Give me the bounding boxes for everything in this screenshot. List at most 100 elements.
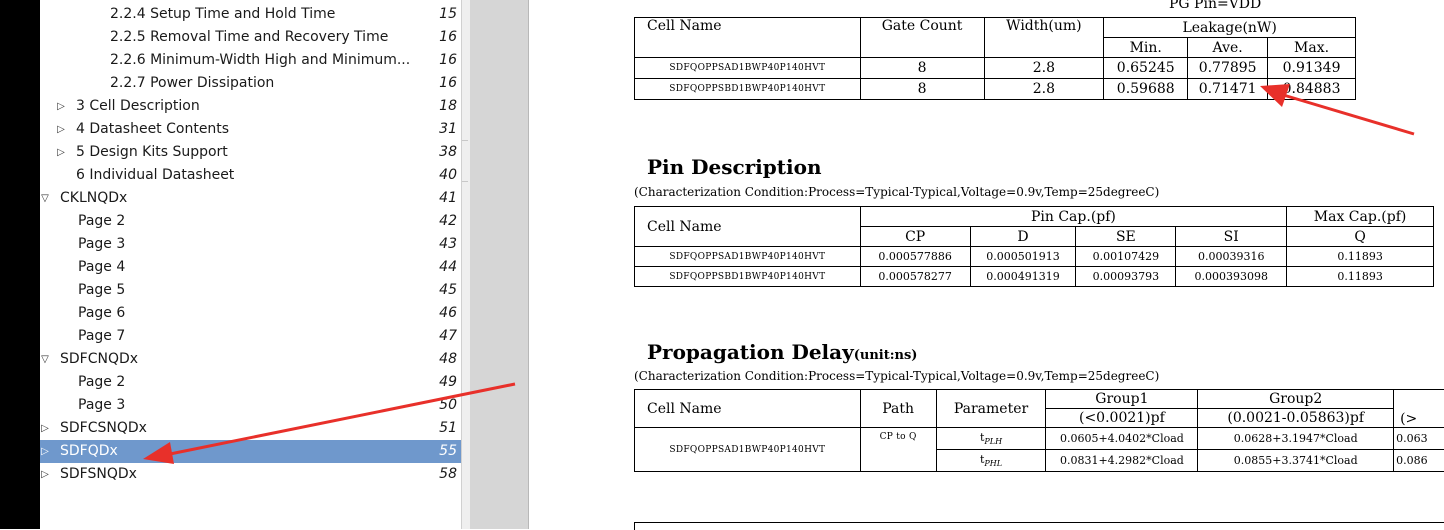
outline-item-page: 48 [417,348,457,371]
pin-condition-text: (Characterization Condition:Process=Typi… [634,185,1159,199]
outline-item-page[interactable]: Page 6 46 [40,302,461,325]
splitter-grip[interactable] [462,140,468,182]
outline-item-label: 4 Datasheet Contents [76,118,229,141]
collapse-arrow-icon[interactable]: ▽ [38,187,52,210]
outline-item-label: Page 3 [78,233,125,256]
outline-item-page[interactable]: Page 2 42 [40,210,461,233]
outline-item-page: 45 [417,279,457,302]
header-cell-name: Cell Name [635,390,861,428]
gate-count: 8 [860,58,984,79]
header-group1: Group1 [1046,390,1198,409]
outline-item-page: 40 [417,164,457,187]
outline-item-page: 15 [417,3,457,26]
delay-unit-text: (unit:ns) [854,348,918,363]
section-title-pin-description: Pin Description [647,155,821,179]
header-group3-range: (> [1394,390,1444,428]
outline-item-sdfcsnqdx[interactable]: ▷ SDFCSNQDx 51 [40,417,461,440]
cell-name: SDFQOPPSAD1BWP40P140HVT [635,247,861,267]
outline-item-page: 49 [417,371,457,394]
header-max: Max. [1268,38,1356,58]
si-value: 0.00039316 [1176,247,1287,267]
outline-item-label: CKLNQDx [60,187,127,210]
outline-item-page[interactable]: Page 3 50 [40,394,461,417]
outline-item-individual-datasheet[interactable]: 6 Individual Datasheet 40 [40,164,461,187]
document-page: PG Pin=VDD Cell Name Gate Count Width(um… [529,0,1444,529]
outline-item-page[interactable]: Page 2 49 [40,371,461,394]
expand-arrow-icon[interactable]: ▷ [38,417,52,440]
outline-item-cell-description[interactable]: ▷ 3 Cell Description 18 [40,95,461,118]
outline-item-page: 47 [417,325,457,348]
outline-item-label: Page 2 [78,210,125,233]
outline-item-design-kits[interactable]: ▷ 5 Design Kits Support 38 [40,141,461,164]
expand-arrow-icon[interactable]: ▷ [54,95,68,118]
pin-table: Cell Name Pin Cap.(pf) Max Cap.(pf) CP D… [634,206,1434,287]
outline-item-label: Page 5 [78,279,125,302]
pg-pin-label: PG Pin=VDD [1169,0,1261,12]
header-cell-name: Cell Name [635,207,861,247]
outline-item-removal-recovery[interactable]: 2.2.5 Removal Time and Recovery Time 16 [40,26,461,49]
outline-item-page[interactable]: Page 7 47 [40,325,461,348]
outline-item-sdfsnqdx[interactable]: ▷ SDFSNQDx 58 [40,463,461,486]
table-row: SDFQOPPSAD1BWP40P140HVT CP to Q tPLH 0.0… [635,428,1444,450]
cell-name: SDFQOPPSBD1BWP40P140HVT [635,79,861,100]
expand-arrow-icon[interactable]: ▷ [38,440,52,463]
outline-panel: 2.2.4 Setup Time and Hold Time 15 2.2.5 … [40,0,461,529]
leakage-max: 0.91349 [1268,58,1356,79]
outline-item-page[interactable]: Page 5 45 [40,279,461,302]
outline-item-label: 2.2.7 Power Dissipation [110,72,274,95]
outline-item-page: 46 [417,302,457,325]
parameter-value: tPHL [936,450,1046,472]
group2-value: 0.0628+3.1947*Cload [1198,428,1394,450]
outline-item-page: 18 [417,95,457,118]
outline-item-label: 3 Cell Description [76,95,200,118]
window-left-edge [0,0,40,529]
header-gate-count: Gate Count [860,18,984,58]
outline-item-setup-hold[interactable]: 2.2.4 Setup Time and Hold Time 15 [40,3,461,26]
outline-scrollbar[interactable] [461,0,470,529]
expand-arrow-icon[interactable]: ▷ [54,141,68,164]
header-group2-range: (0.0021-0.05863)pf [1198,409,1394,428]
table-row: SDFQOPPSBD1BWP40P140HVT 0.000578277 0.00… [635,267,1434,287]
header-cell-name: Cell Name [635,18,861,58]
outline-item-page: 16 [417,26,457,49]
outline-item-power-dissipation[interactable]: 2.2.7 Power Dissipation 16 [40,72,461,95]
outline-item-page: 42 [417,210,457,233]
expand-arrow-icon[interactable]: ▷ [54,118,68,141]
header-width: Width(um) [984,18,1104,58]
q-value: 0.11893 [1287,267,1434,287]
outline-item-minimum-width[interactable]: 2.2.6 Minimum-Width High and Minimum... … [40,49,461,72]
cp-value: 0.000577886 [860,247,970,267]
outline-item-page: 31 [417,118,457,141]
outline-item-sdfqdx[interactable]: ▷ SDFQDx 55 [40,440,461,463]
table-row: SDFQOPPSBD1BWP40P140HVT 8 2.8 0.59688 0.… [635,79,1356,100]
outline-item-page[interactable]: Page 3 43 [40,233,461,256]
header-min: Min. [1104,38,1188,58]
expand-arrow-icon[interactable]: ▷ [38,463,52,486]
header-q: Q [1287,227,1434,247]
group1-value: 0.0831+4.2982*Cload [1046,450,1198,472]
outline-item-label: Page 4 [78,256,125,279]
leakage-min: 0.65245 [1104,58,1188,79]
gate-count: 8 [860,79,984,100]
outline-item-page[interactable]: Page 4 44 [40,256,461,279]
outline-item-label: Page 6 [78,302,125,325]
outline-item-label: SDFQDx [60,440,118,463]
param-sub: PLH [984,437,1002,446]
table-row: SDFQOPPSAD1BWP40P140HVT 0.000577886 0.00… [635,247,1434,267]
outline-item-datasheet-contents[interactable]: ▷ 4 Datasheet Contents 31 [40,118,461,141]
leakage-ave: 0.71471 [1188,79,1268,100]
delay-table: Cell Name Path Parameter Group1 Group2 (… [634,389,1444,472]
outline-item-page: 43 [417,233,457,256]
outline-item-label: SDFSNQDx [60,463,137,486]
outline-item-page: 41 [417,187,457,210]
header-group2: Group2 [1198,390,1394,409]
collapse-arrow-icon[interactable]: ▽ [38,348,52,371]
se-value: 0.00093793 [1076,267,1176,287]
outline-item-page: 16 [417,72,457,95]
header-parameter: Parameter [936,390,1046,428]
outline-item-sdfcnqdx[interactable]: ▽ SDFCNQDx 48 [40,348,461,371]
section-title-propagation-delay: Propagation Delay(unit:ns) [647,340,917,364]
outline-item-cklnqdx[interactable]: ▽ CKLNQDx 41 [40,187,461,210]
header-ave: Ave. [1188,38,1268,58]
document-gutter [470,0,529,529]
